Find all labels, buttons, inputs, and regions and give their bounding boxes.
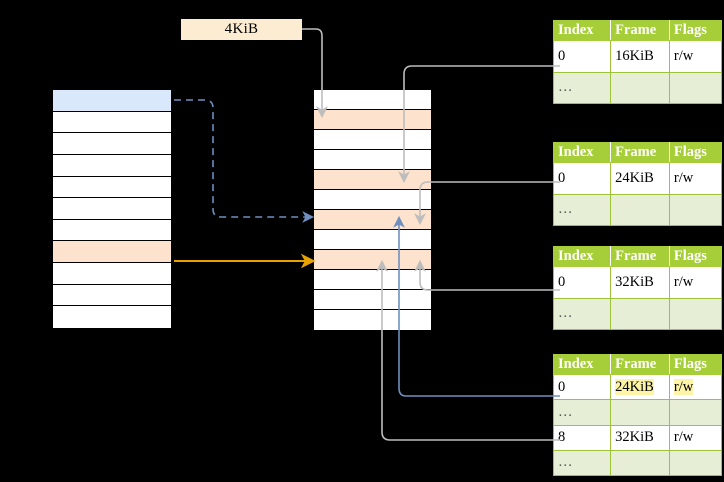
column-header-index: Index: [552, 354, 612, 375]
cell-index: …: [552, 297, 612, 330]
cell-flags: [668, 193, 723, 226]
column-header-index: Index: [552, 142, 612, 163]
physical-memory-row: [314, 290, 431, 310]
physical-memory-row: [314, 250, 431, 270]
table-row: …: [552, 297, 723, 330]
virtual-address-space-row: [53, 241, 171, 263]
cell-frame: 16KiB: [610, 40, 670, 73]
cell-frame: [610, 71, 670, 104]
wire-table2-to-physical: [414, 259, 560, 291]
wire-table3-to-physical: [414, 181, 560, 226]
physical-memory-row: [314, 130, 431, 150]
cell-flags: r/w: [668, 162, 723, 195]
table-row: …: [552, 193, 723, 226]
cell-frame: 32KiB: [610, 424, 670, 451]
column-header-flags: Flags: [668, 20, 723, 41]
cell-flags: [668, 71, 723, 104]
cell-frame: 32KiB: [610, 266, 670, 299]
physical-memory-row: [314, 110, 431, 130]
cell-flags: r/w: [668, 40, 723, 73]
column-header-flags: Flags: [668, 142, 723, 163]
virtual-address-space-row: [53, 284, 171, 307]
highlighted-value: 24KiB: [615, 378, 654, 395]
wire-virtual-blue-dashed: [174, 99, 315, 223]
cell-frame: 24KiB: [610, 162, 670, 195]
column-header-frame: Frame: [610, 246, 670, 267]
page-size-label-text: 4KiB: [224, 21, 259, 37]
cell-frame: [610, 193, 670, 226]
virtual-address-space-row: [53, 198, 171, 220]
virtual-address-space-row: [53, 176, 171, 199]
physical-memory-row: [314, 210, 431, 230]
cell-flags: [668, 449, 723, 477]
virtual-address-space-row: [53, 133, 171, 155]
physical-memory-row: [314, 90, 431, 110]
column-header-frame: Frame: [610, 142, 670, 163]
virtual-address-space-column: [52, 89, 172, 328]
table-row: …: [552, 71, 723, 104]
cell-index: …: [552, 71, 612, 104]
cell-flags: r/w: [668, 373, 723, 401]
virtual-address-space-row: [53, 90, 171, 112]
cell-index: …: [552, 399, 612, 426]
virtual-address-space-row: [53, 219, 171, 242]
cell-frame: [610, 399, 670, 426]
cell-index: …: [552, 193, 612, 226]
physical-memory-row: [314, 310, 431, 330]
cell-index: 0: [552, 162, 612, 195]
cell-flags: [668, 297, 723, 330]
table-row: …: [552, 449, 723, 477]
physical-memory-row: [314, 270, 431, 290]
physical-memory-row: [314, 230, 431, 250]
physical-memory-row: [314, 190, 431, 210]
physical-memory-row: [314, 150, 431, 170]
column-header-frame: Frame: [610, 20, 670, 41]
cell-flags: [668, 399, 723, 426]
virtual-address-space-row: [53, 263, 171, 285]
cell-index: 0: [552, 373, 612, 401]
cell-index: 0: [552, 266, 612, 299]
physical-memory-column: [313, 89, 432, 330]
cell-flags: r/w: [668, 266, 723, 299]
cell-frame: [610, 297, 670, 330]
virtual-address-space-row: [53, 154, 171, 177]
cell-frame: 24KiB: [610, 373, 670, 401]
page-size-label: 4KiB: [181, 19, 302, 40]
cell-index: …: [552, 449, 612, 477]
virtual-address-space-row: [53, 111, 171, 134]
table-row: …: [552, 399, 723, 426]
column-header-flags: Flags: [668, 354, 723, 375]
column-header-flags: Flags: [668, 246, 723, 267]
cell-frame: [610, 449, 670, 477]
column-header-frame: Frame: [610, 354, 670, 375]
physical-memory-row: [314, 170, 431, 190]
column-header-index: Index: [552, 20, 612, 41]
column-header-index: Index: [552, 246, 612, 267]
cell-flags: r/w: [668, 424, 723, 451]
cell-index: 0: [552, 40, 612, 73]
highlighted-value: r/w: [673, 378, 694, 395]
cell-index: 8: [552, 424, 612, 451]
virtual-address-space-row: [53, 306, 171, 328]
